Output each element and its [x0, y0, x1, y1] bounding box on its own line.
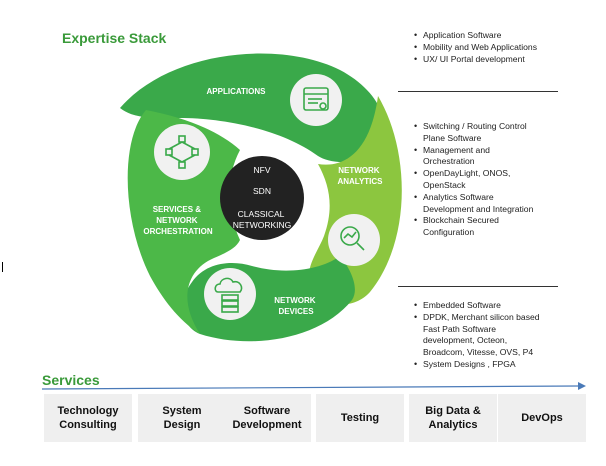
- magnifier-chart-icon: [340, 226, 365, 251]
- network-devices-bullets: Embedded Software DPDK, Merchant silicon…: [414, 300, 540, 371]
- segment-label-services: SERVICES & NETWORK ORCHESTRATION: [143, 205, 212, 236]
- icon-circle-devices: [204, 268, 256, 320]
- segment-services-orchestration: [127, 110, 240, 334]
- service-system-design: System Design: [138, 394, 226, 442]
- list-item: Switching / Routing Control Plane Softwa…: [414, 121, 533, 145]
- service-devops: DevOps: [498, 394, 586, 442]
- edge-mark: [2, 262, 3, 272]
- segment-label-services-l1: SERVICES &: [153, 205, 202, 214]
- network-nodes-icon: [165, 135, 199, 169]
- segment-label-devices-l2: DEVICES: [278, 307, 314, 316]
- list-item: UX/ UI Portal development: [414, 54, 537, 66]
- segment-label-analytics-l1: NETWORK: [338, 166, 380, 175]
- divider: [398, 286, 558, 287]
- core-label-sdn: SDN: [253, 186, 271, 196]
- list-item: OpenDayLight, ONOS, OpenStack: [414, 168, 533, 192]
- services-arrow-line: [41, 385, 579, 390]
- list-item: Application Software: [414, 30, 537, 42]
- segment-label-devices-l1: NETWORK: [274, 296, 316, 305]
- list-item: Blockchain Secured Configuration: [414, 215, 533, 239]
- icon-circle-services: [154, 124, 210, 180]
- applications-bullets: Application Software Mobility and Web Ap…: [414, 30, 537, 65]
- service-technology-consulting: Technology Consulting: [44, 394, 132, 442]
- core-label-classical-line2: NETWORKING: [233, 220, 292, 230]
- service-software-development: Software Development: [223, 394, 311, 442]
- network-analytics-bullets: Switching / Routing Control Plane Softwa…: [414, 121, 533, 239]
- application-window-icon: [303, 87, 329, 111]
- segment-label-services-l2: NETWORK: [156, 216, 198, 225]
- services-arrow-head: [578, 382, 586, 390]
- icon-circle-analytics: [328, 214, 380, 266]
- core-label-nfv: NFV: [254, 165, 271, 175]
- list-item: Management and Orchestration: [414, 145, 533, 169]
- core-label-classical-line1: CLASSICAL: [238, 209, 285, 219]
- core-circle: [220, 156, 304, 240]
- list-item: Mobility and Web Applications: [414, 42, 537, 54]
- segment-label-analytics-l2: ANALYTICS: [337, 177, 383, 186]
- icon-circle-applications: [290, 74, 342, 126]
- list-item: Analytics Software Development and Integ…: [414, 192, 533, 216]
- list-item: DPDK, Merchant silicon based Fast Path S…: [414, 312, 540, 359]
- list-item: Embedded Software: [414, 300, 540, 312]
- segment-label-applications: APPLICATIONS: [207, 87, 267, 96]
- segment-label-services-l3: ORCHESTRATION: [143, 227, 212, 236]
- segment-label-analytics: NETWORK ANALYTICS: [337, 166, 383, 186]
- core-label-classical: CLASSICAL NETWORKING: [233, 209, 292, 230]
- list-item: System Designs , FPGA: [414, 359, 540, 371]
- services-title: Services: [42, 372, 100, 388]
- service-big-data-analytics: Big Data & Analytics: [409, 394, 497, 442]
- divider: [398, 91, 558, 92]
- page-title: Expertise Stack: [62, 30, 167, 46]
- service-testing: Testing: [316, 394, 404, 442]
- services-row: Technology Consulting System Design Soft…: [40, 394, 588, 450]
- segment-label-devices: NETWORK DEVICES: [274, 296, 318, 316]
- cloud-server-icon: [214, 277, 243, 313]
